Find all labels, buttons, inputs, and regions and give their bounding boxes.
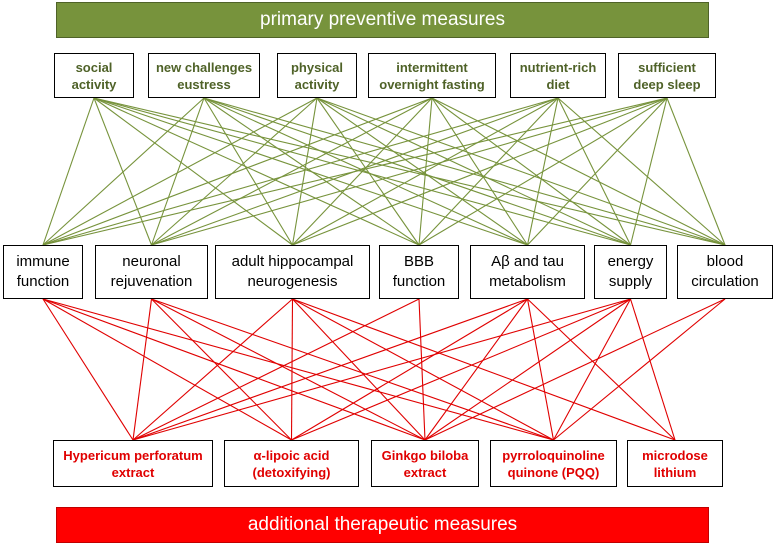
- therapeutic-link: [132, 298, 420, 441]
- preventive-link: [557, 97, 726, 246]
- function-box: adult hippocampal neurogenesis: [215, 245, 370, 299]
- preventive-link: [316, 97, 631, 246]
- preventive-box: intermittent overnight fasting: [368, 53, 496, 98]
- preventive-box: new challenges eustress: [148, 53, 260, 98]
- therapeutic-link: [418, 298, 426, 441]
- preventive-box: sufficient deep sleep: [618, 53, 716, 98]
- preventive-box: social activity: [54, 53, 134, 98]
- preventive-link: [93, 97, 293, 246]
- therapeutic-link: [526, 298, 555, 441]
- preventive-link: [292, 97, 559, 246]
- preventive-link: [431, 97, 726, 246]
- therapeutic-link: [424, 298, 726, 441]
- therapeutic-box: Ginkgo biloba extract: [371, 440, 479, 487]
- therapeutic-link: [42, 298, 292, 441]
- preventive-link: [42, 97, 433, 246]
- therapeutic-link: [629, 298, 676, 441]
- preventive-link: [42, 97, 318, 246]
- function-box: BBB function: [379, 245, 459, 299]
- therapeutic-link: [424, 298, 528, 441]
- preventive-link: [203, 97, 293, 246]
- therapeutic-link: [292, 298, 426, 441]
- therapeutic-link: [553, 298, 631, 441]
- preventive-box: physical activity: [277, 53, 357, 98]
- therapeutic-link: [527, 298, 676, 441]
- therapeutic-link: [42, 298, 554, 441]
- preventive-link: [291, 97, 318, 246]
- therapeutic-box: Hypericum perforatum extract: [53, 440, 213, 487]
- function-box: Aβ and tau metabolism: [470, 245, 585, 299]
- therapeutic-box: microdose lithium: [627, 440, 723, 487]
- therapeutic-link: [424, 298, 631, 441]
- therapeutic-link: [290, 298, 294, 441]
- preventive-link: [203, 97, 528, 246]
- function-box: blood circulation: [677, 245, 773, 299]
- therapeutic-link: [292, 298, 676, 441]
- preventive-box: nutrient-rich diet: [510, 53, 606, 98]
- function-box: neuronal rejuvenation: [95, 245, 208, 299]
- preventive-link: [316, 97, 726, 246]
- therapeutic-link: [132, 298, 631, 441]
- preventive-link: [316, 97, 528, 246]
- preventive-link: [418, 97, 668, 246]
- therapeutic-link: [42, 298, 134, 441]
- therapeutic-link: [291, 298, 631, 441]
- therapeutic-header-label: additional therapeutic measures: [247, 514, 518, 535]
- preventive-link: [418, 97, 559, 246]
- therapeutic-link: [42, 298, 426, 441]
- preventive-link: [431, 97, 631, 246]
- preventive-link: [42, 97, 559, 246]
- preventive-link: [666, 97, 726, 246]
- preventive-link: [42, 97, 668, 246]
- preventive-link: [527, 97, 668, 246]
- therapeutic-link: [553, 298, 726, 441]
- therapeutic-link: [132, 298, 528, 441]
- therapeutic-link: [132, 298, 153, 441]
- therapeutic-link: [151, 298, 426, 441]
- therapeutic-link: [132, 298, 293, 441]
- preventive-link: [629, 97, 668, 246]
- therapeutic-link: [151, 298, 292, 441]
- preventive-link: [93, 97, 420, 246]
- preventive-link: [316, 97, 420, 246]
- preventive-link: [557, 97, 631, 246]
- preventive-link: [42, 97, 95, 246]
- function-box: energy supply: [594, 245, 667, 299]
- preventive-link: [203, 97, 420, 246]
- preventive-header-label: primary preventive measures: [260, 9, 505, 30]
- therapeutic-box: α-lipoic acid (detoxifying): [224, 440, 359, 487]
- preventive-header: primary preventive measures: [56, 2, 709, 38]
- preventive-link: [151, 97, 318, 246]
- preventive-link: [151, 97, 668, 246]
- preventive-link: [42, 97, 205, 246]
- preventive-link: [151, 97, 433, 246]
- therapeutic-link: [151, 298, 554, 441]
- therapeutic-box: pyrroloquinoline quinone (PQQ): [490, 440, 617, 487]
- therapeutic-link: [292, 298, 554, 441]
- preventive-link: [292, 97, 668, 246]
- function-box: immune function: [3, 245, 83, 299]
- preventive-link: [150, 97, 205, 246]
- preventive-link: [203, 97, 726, 246]
- therapeutic-link: [291, 298, 528, 441]
- preventive-link: [292, 97, 433, 246]
- preventive-link: [203, 97, 631, 246]
- therapeutic-header: additional therapeutic measures: [56, 507, 709, 543]
